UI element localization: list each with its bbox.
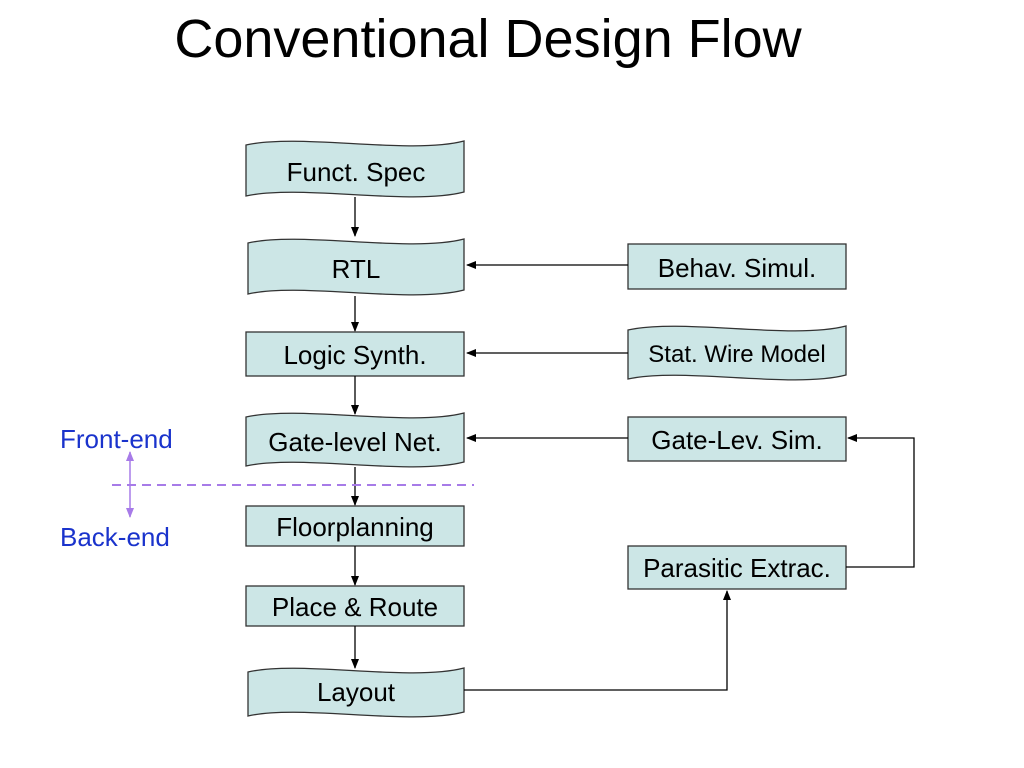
layout-node: Layout (247, 667, 465, 718)
slide-title: Conventional Design Flow (174, 9, 802, 69)
floorplanning-node: Floorplanning (245, 505, 465, 547)
funct-spec-label: Funct. Spec (287, 157, 426, 187)
stat-wire-model-label: Stat. Wire Model (648, 341, 825, 368)
floorplanning-label: Floorplanning (276, 512, 434, 542)
logic-synth-node: Logic Synth. (245, 331, 465, 377)
place-route-node: Place & Route (245, 585, 465, 627)
rtl-node: RTL (247, 238, 465, 296)
parasitic-extrac-label: Parasitic Extrac. (643, 553, 831, 583)
rtl-label: RTL (332, 254, 381, 284)
arrow-layout-to-parasitic (464, 590, 731, 691)
behav-simul-node: Behav. Simul. (627, 243, 847, 290)
logic-synth-label: Logic Synth. (283, 340, 426, 370)
gate-level-net-node: Gate-level Net. (245, 412, 465, 468)
place-route-label: Place & Route (272, 592, 438, 622)
gate-lev-sim-label: Gate-Lev. Sim. (651, 425, 822, 455)
arrow-parasitic-to-gatesim (846, 434, 915, 568)
back-end-label: Back-end (60, 522, 170, 552)
stat-wire-model-node: Stat. Wire Model (627, 325, 847, 381)
layout-label: Layout (317, 677, 396, 707)
gate-level-net-label: Gate-level Net. (268, 427, 441, 457)
funct-spec-node: Funct. Spec (245, 140, 465, 198)
gate-lev-sim-node: Gate-Lev. Sim. (627, 416, 847, 462)
parasitic-extrac-node: Parasitic Extrac. (627, 545, 847, 590)
behav-simul-label: Behav. Simul. (658, 253, 816, 283)
front-end-label: Front-end (60, 424, 173, 454)
